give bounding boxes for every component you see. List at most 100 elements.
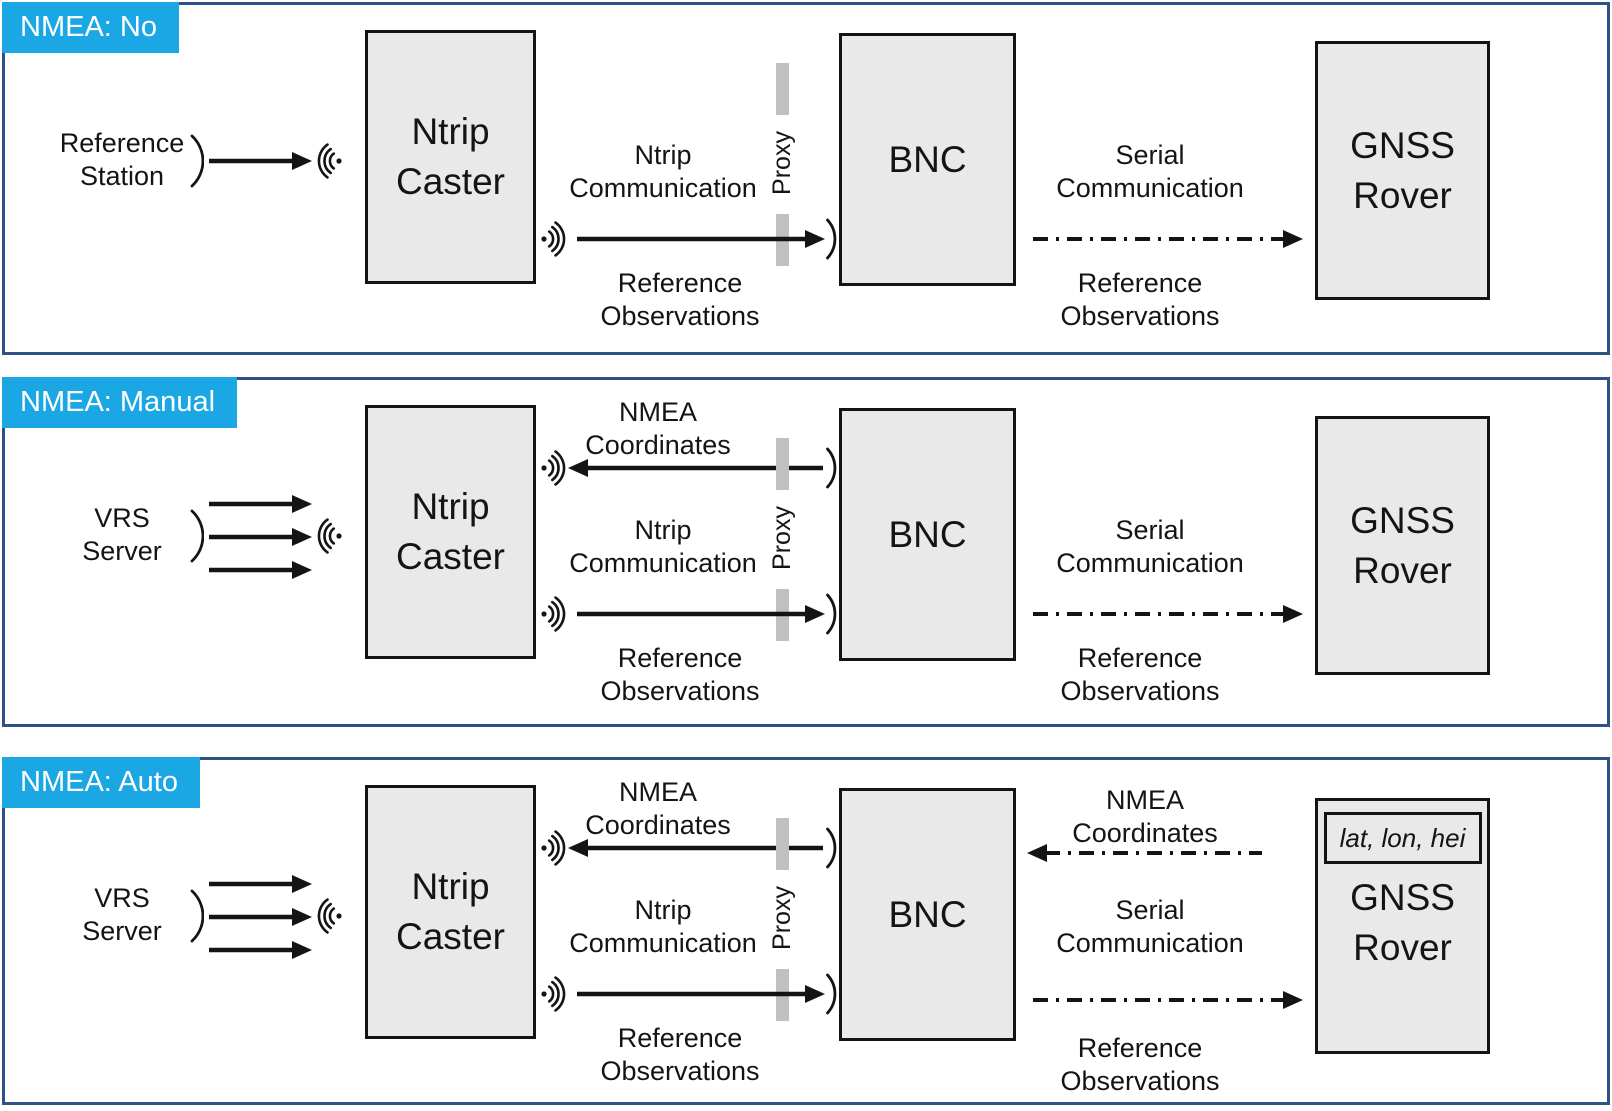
box-label-line: GNSS [1350,124,1455,166]
wifi-transmit-icon [541,596,566,632]
source-label: VRS Server [32,882,212,948]
gnss-rover-box: GNSS Rover [1315,41,1490,300]
link-label-line: Ntrip [634,515,692,545]
box-label-line: GNSS [1350,499,1455,541]
source-arrow [209,908,312,926]
ntrip-caster-box: Ntrip Caster [365,30,536,284]
source-arrow [209,528,312,546]
source-label-line: VRS [94,503,150,533]
rover-coordinates-inset: lat, lon, hei [1323,812,1482,864]
link-label-line: Communication [569,173,757,203]
link-label-line: Coordinates [1072,818,1218,848]
link-label-line: Communication [1056,173,1244,203]
signal-paren-icon [826,973,837,1015]
link-label-line: Communication [1056,548,1244,578]
link-label-line: Coordinates [585,810,731,840]
wifi-receive-icon [317,898,342,934]
reference-observations-label: Reference Observations [1030,1032,1250,1098]
bnc-box: BNC [839,33,1016,286]
link-label-line: Serial [1115,140,1185,170]
nmea-coordinates-label: NMEA Coordinates [548,396,768,462]
source-arrow [209,561,312,579]
link-label-line: Reference [1077,268,1203,298]
link-label-line: Observations [1060,1066,1220,1096]
proxy-label: Proxy [768,886,796,950]
proxy-bar-segment [776,63,789,115]
ntrip-communication-arrow [577,985,825,1003]
signal-paren-icon [826,827,837,869]
box-label-line: Ntrip [411,486,490,527]
link-label-line: NMEA [618,777,697,807]
reference-observations-label: Reference Observations [570,267,790,333]
reference-observations-label: Reference Observations [1030,267,1250,333]
box-label-line: Ntrip [411,111,490,152]
link-label-line: Observations [1060,301,1220,331]
wifi-transmit-icon [541,221,566,257]
serial-communication-arrow [1033,991,1303,1009]
source-label: Reference Station [32,127,212,193]
box-label-line: Rover [1353,174,1452,216]
ntrip-communication-label: Ntrip Communication [553,139,773,205]
link-label-line: Reference [617,1023,743,1053]
proxy-bar-segment [776,438,789,490]
box-label-line: BNC [888,893,967,935]
link-label-line: Communication [1056,928,1244,958]
serial-communication-arrow [1033,605,1303,623]
source-label-line: Server [82,916,162,946]
wifi-transmit-icon [541,830,566,866]
box-label-line: GNSS [1350,877,1455,918]
wifi-transmit-icon [541,976,566,1012]
reference-observations-label: Reference Observations [1030,642,1250,708]
box-label-line: BNC [888,513,967,555]
link-label-line: Observations [600,1056,760,1086]
serial-communication-arrow [1033,230,1303,248]
source-arrow [209,941,312,959]
signal-paren-icon [190,509,204,563]
reference-observations-label: Reference Observations [570,642,790,708]
link-label-line: NMEA [618,397,697,427]
signal-paren-icon [190,134,204,188]
box-label-line: Caster [396,536,505,577]
ntrip-communication-arrow [577,230,825,248]
signal-paren-icon [826,218,837,260]
bnc-box: BNC [839,408,1016,661]
link-label-line: Ntrip [634,895,692,925]
source-arrow [209,495,312,513]
nmea-coordinates-label: NMEA Coordinates [548,776,768,842]
link-label-line: Observations [1060,676,1220,706]
panel-tag: NMEA: Auto [2,757,200,808]
source-label-line: VRS [94,883,150,913]
wifi-receive-icon [317,143,342,179]
ntrip-communication-label: Ntrip Communication [553,894,773,960]
proxy-bar-segment [776,818,789,870]
serial-communication-label: Serial Communication [1040,894,1260,960]
nmea-coordinates-serial-arrow [1027,844,1262,862]
ntrip-communication-label: Ntrip Communication [553,514,773,580]
link-label-line: Observations [600,301,760,331]
ntrip-caster-box: Ntrip Caster [365,405,536,659]
link-label-line: Communication [569,548,757,578]
box-label: GNSS Rover [1350,873,1455,973]
ntrip-caster-box: Ntrip Caster [365,785,536,1039]
box-label-line: BNC [888,138,967,180]
proxy-label: Proxy [768,131,796,195]
link-label-line: Reference [1077,1033,1203,1063]
box-label-line: Ntrip [411,866,490,907]
link-label-line: NMEA [1105,785,1184,815]
link-label-line: Communication [569,928,757,958]
serial-communication-label: Serial Communication [1040,514,1260,580]
signal-paren-icon [826,447,837,489]
link-label-line: Ntrip [634,140,692,170]
link-label-line: Serial [1115,515,1185,545]
reference-observations-label: Reference Observations [570,1022,790,1088]
link-label-line: Serial [1115,895,1185,925]
source-label-line: Reference [59,128,185,158]
box-label-line: Rover [1353,927,1452,968]
bnc-box: BNC [839,788,1016,1041]
source-arrow [209,152,312,170]
link-label-line: Coordinates [585,430,731,460]
nmea-coordinates-label: NMEA Coordinates [1035,784,1255,850]
signal-paren-icon [826,593,837,635]
gnss-rover-box: GNSS Rover [1315,416,1490,675]
